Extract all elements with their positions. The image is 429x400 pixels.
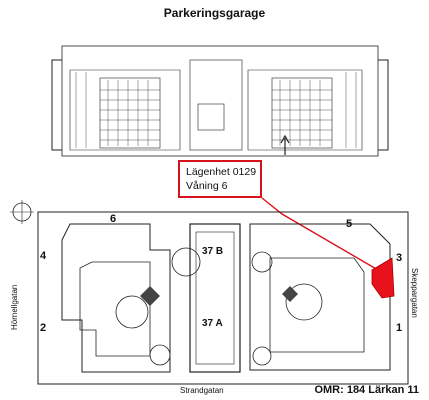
callout-apartment: Lägenhet 0129 — [186, 166, 257, 178]
callout-floor: Våning 6 — [186, 180, 228, 192]
building-label-6: 6 — [110, 213, 117, 225]
garage-title: Parkeringsgarage — [163, 6, 266, 20]
street-bottom: Strandgatan — [180, 386, 224, 395]
building-label-5: 5 — [346, 218, 353, 230]
apartment-callout: Lägenhet 0129 Våning 6 — [178, 160, 262, 198]
building-label-37b: 37 B — [202, 246, 224, 257]
building-label-4: 4 — [40, 250, 47, 262]
garage-floor-plan — [51, 45, 389, 157]
street-right: Skeppargatan — [410, 268, 419, 318]
highlighted-unit — [371, 257, 395, 299]
building-label-1: 1 — [396, 322, 403, 334]
building-label-37a: 37 A — [202, 318, 223, 329]
building-label-2: 2 — [40, 322, 47, 334]
site-plan — [10, 200, 409, 385]
callout-leader — [261, 197, 379, 271]
building-label-3: 3 — [396, 252, 403, 264]
omr-reference: OMR: 184 Lärkan 11 — [314, 384, 419, 396]
street-left: Hörnellgatan — [10, 284, 19, 330]
